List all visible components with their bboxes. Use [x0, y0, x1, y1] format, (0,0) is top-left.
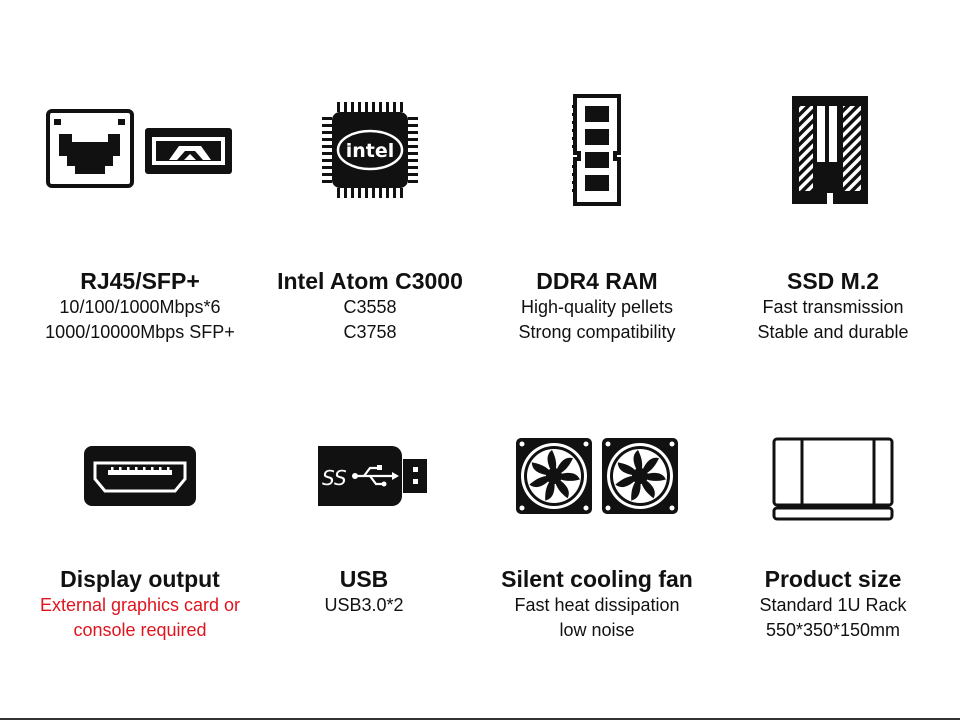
superspeed-logo-text: SS: [322, 466, 347, 490]
ram-module-icon: [477, 93, 717, 208]
feature-line: Fast heat dissipation: [514, 595, 680, 615]
usb-trident-icon: [356, 466, 392, 486]
feature-line: USB3.0*2: [324, 595, 404, 615]
feature-product-size: Product size Standard 1U Rack 550*350*15…: [713, 565, 953, 643]
feature-line: C3758: [343, 322, 397, 342]
feature-title: USB: [339, 566, 389, 592]
cooling-fan-icon: [477, 437, 717, 515]
feature-cooling-fan: Silent cooling fan Fast heat dissipation…: [477, 565, 717, 643]
feature-title: Silent cooling fan: [501, 566, 693, 592]
feature-title: RJ45/SFP+: [80, 268, 200, 294]
feature-line: Stable and durable: [757, 322, 909, 342]
ssd-m2-icon: [710, 93, 950, 208]
feature-line: High-quality pellets: [520, 297, 674, 317]
feature-warning-line: console required: [73, 620, 207, 640]
feature-title: Intel Atom C3000: [277, 268, 463, 294]
feature-title: Product size: [764, 566, 902, 592]
feature-line: Strong compatibility: [518, 322, 676, 342]
ethernet-sfp-icon: [20, 108, 260, 193]
feature-title: SSD M.2: [786, 268, 880, 294]
feature-line: Standard 1U Rack: [759, 595, 907, 615]
feature-title: DDR4 RAM: [536, 268, 658, 294]
feature-intel-atom: Intel Atom C3000 C3558 C3758: [250, 267, 490, 345]
feature-usb: USB USB3.0*2: [244, 565, 484, 618]
feature-title: Display output: [60, 566, 220, 592]
feature-rj45-sfp: RJ45/SFP+ 10/100/1000Mbps*6 1000/10000Mb…: [20, 267, 260, 345]
rack-chassis-icon: [713, 436, 953, 522]
feature-display-output: Display output External graphics card or…: [20, 565, 260, 643]
feature-line: C3558: [343, 297, 397, 317]
intel-logo-text: intel: [346, 140, 395, 162]
feature-line: low noise: [559, 620, 635, 640]
bottom-divider: [0, 718, 960, 720]
feature-warning-line: External graphics card or: [39, 595, 241, 615]
feature-line: 1000/10000Mbps SFP+: [45, 322, 235, 342]
intel-chip-icon: intel: [250, 100, 490, 200]
feature-line: 10/100/1000Mbps*6: [59, 297, 221, 317]
feature-line: 550*350*150mm: [765, 620, 901, 640]
feature-line: Fast transmission: [762, 297, 904, 317]
feature-ddr4-ram: DDR4 RAM High-quality pellets Strong com…: [477, 267, 717, 345]
hdmi-port-icon: [20, 445, 260, 507]
feature-ssd-m2: SSD M.2 Fast transmission Stable and dur…: [713, 267, 953, 345]
usb-drive-icon: SS: [250, 443, 490, 509]
